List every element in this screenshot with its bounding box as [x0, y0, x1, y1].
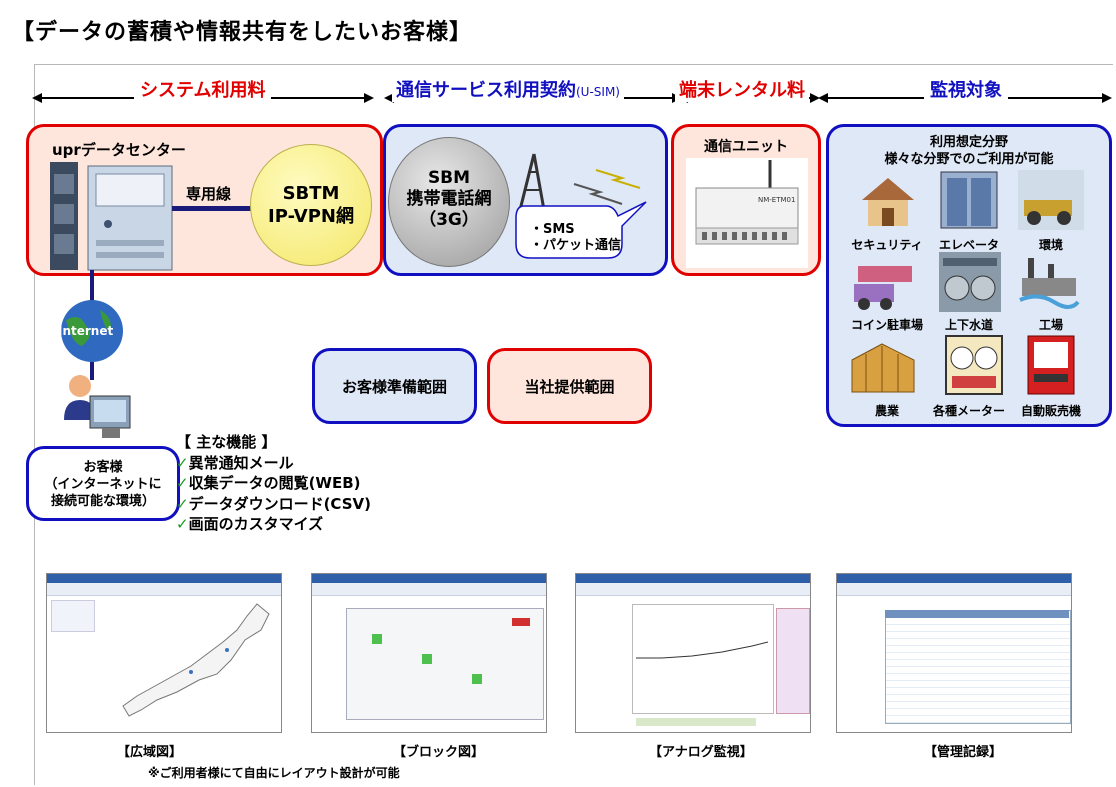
- header-monitor-target: 監視対象: [924, 76, 1008, 102]
- footnote: ※ご利用者様にて自由にレイアウト設計が可能: [148, 766, 400, 780]
- header-terminal-rental: 端末レンタル料: [675, 76, 809, 102]
- elevator-icon: [940, 171, 998, 229]
- sbtm-label: SBTM IP-VPN網: [250, 182, 372, 228]
- field-label-elevator: エレベータ: [938, 238, 999, 252]
- sbm-network-ellipse: [388, 137, 510, 267]
- server-icon: [50, 162, 173, 271]
- sbm-line1: SBM: [427, 168, 471, 188]
- dedicated-line-label: 専用線: [186, 185, 232, 203]
- sbm-label: SBM 携帯電話網 （3G）: [388, 168, 510, 231]
- comm-unit-title: 通信ユニット: [704, 139, 788, 155]
- caption-management: 【管理記録】: [924, 745, 1003, 760]
- fields-title: 利用想定分野 様々な分野でのご利用が可能: [826, 134, 1112, 168]
- antenna-tower-icon: [518, 153, 641, 211]
- screenshot-management-log: [836, 573, 1072, 733]
- field-label-meters: 各種メーター: [932, 404, 1005, 418]
- customer-label: お客様 （インターネットに 接続可能な環境）: [26, 459, 180, 510]
- legend-customer-scope: [312, 348, 477, 424]
- comm-unit-device-icon: [686, 158, 808, 268]
- meter-icon: [945, 335, 1003, 395]
- feature-item-label: 画面のカスタマイズ: [188, 515, 324, 533]
- legend-company-scope: [487, 348, 652, 424]
- feature-item: ✓異常通知メール: [176, 453, 294, 472]
- field-label-security: セキュリティ: [851, 238, 923, 252]
- sbm-line2: 携帯電話網: [406, 189, 492, 209]
- sbtm-network-ellipse: [250, 144, 372, 266]
- sbtm-line2: IP-VPN網: [268, 206, 354, 227]
- screenshot-analog-monitor: [575, 573, 811, 733]
- screenshot-block-diagram: [311, 573, 547, 733]
- header-system-fee: システム利用料: [134, 76, 272, 102]
- header-comm-contract: 通信サービス利用契約(U-SIM): [392, 76, 624, 102]
- legend-customer-scope-label: お客様準備範囲: [341, 378, 447, 396]
- feature-item: ✓収集データの閲覧(WEB): [176, 474, 361, 492]
- feature-item: ✓画面のカスタマイズ: [176, 515, 324, 533]
- fields-title-line1: 利用想定分野: [929, 135, 1008, 150]
- field-label-water: 上下水道: [944, 318, 993, 332]
- sbm-line3: （3G）: [419, 210, 479, 230]
- caption-block: 【ブロック図】: [393, 745, 485, 760]
- coin-parking-icon: [854, 266, 912, 310]
- header-comm-contract-suffix: (U-SIM): [576, 85, 620, 99]
- security-house-icon: [862, 178, 914, 226]
- customer-line3: 接続可能な環境）: [50, 494, 155, 509]
- caption-analog: 【アナログ監視】: [649, 745, 753, 760]
- fields-title-line2: 様々な分野でのご利用が可能: [884, 152, 1054, 167]
- sbtm-line1: SBTM: [282, 183, 340, 204]
- greenhouse-icon: [851, 343, 915, 393]
- customer-line1: お客様: [83, 460, 123, 475]
- legend-company-scope-label: 当社提供範囲: [524, 378, 615, 396]
- speech-bubble: [515, 201, 647, 259]
- caption-wide-area: 【広域図】: [117, 745, 183, 760]
- device-model-label: NM-ETM01: [758, 196, 796, 204]
- sbm-bubble-sms: ・SMS: [530, 222, 575, 237]
- field-label-environment: 環境: [1038, 238, 1063, 252]
- customer-line2: （インターネットに: [44, 477, 162, 492]
- page-title: 【データの蓄積や情報共有をしたいお客様】: [12, 20, 473, 45]
- feature-item: ✓データダウンロード(CSV): [176, 494, 371, 513]
- screenshot-wide-area-map: [46, 573, 282, 733]
- upr-title: uprデータセンター: [52, 141, 186, 159]
- internet-label: Internet: [58, 324, 114, 338]
- feature-item-label: データダウンロード(CSV): [188, 494, 371, 513]
- content-frame: [34, 64, 1113, 785]
- dedicated-line: [172, 206, 254, 211]
- vending-machine-icon: [1027, 335, 1075, 395]
- sbm-bubble-packet: ・パケット通信: [530, 238, 622, 253]
- features-list: 【 主な機能 】 ✓異常通知メール ✓収集データの閲覧(WEB) ✓データダウン…: [176, 432, 371, 535]
- customer-box: [26, 446, 180, 521]
- feature-item-label: 異常通知メール: [188, 453, 294, 472]
- user-pc-icon: [64, 375, 131, 438]
- environment-icon: [1018, 170, 1084, 230]
- sbm-bubble-text: ・SMS ・パケット通信: [530, 222, 621, 254]
- header-comm-contract-label: 通信サービス利用契約: [396, 80, 576, 101]
- water-pipe-icon: [939, 252, 1001, 312]
- features-title: 【 主な機能 】: [176, 433, 277, 451]
- internet-globe-icon: [61, 300, 123, 362]
- feature-item-label: 収集データの閲覧(WEB): [188, 474, 361, 492]
- field-label-coin-parking: コイン駐車場: [850, 318, 923, 332]
- internet-to-user-line: [90, 362, 94, 380]
- factory-icon: [1019, 258, 1080, 309]
- upr-to-internet-line: [90, 270, 94, 310]
- field-label-agriculture: 農業: [874, 404, 899, 418]
- field-label-factory: 工場: [1038, 318, 1063, 332]
- field-label-vending: 自動販売機: [1020, 404, 1081, 418]
